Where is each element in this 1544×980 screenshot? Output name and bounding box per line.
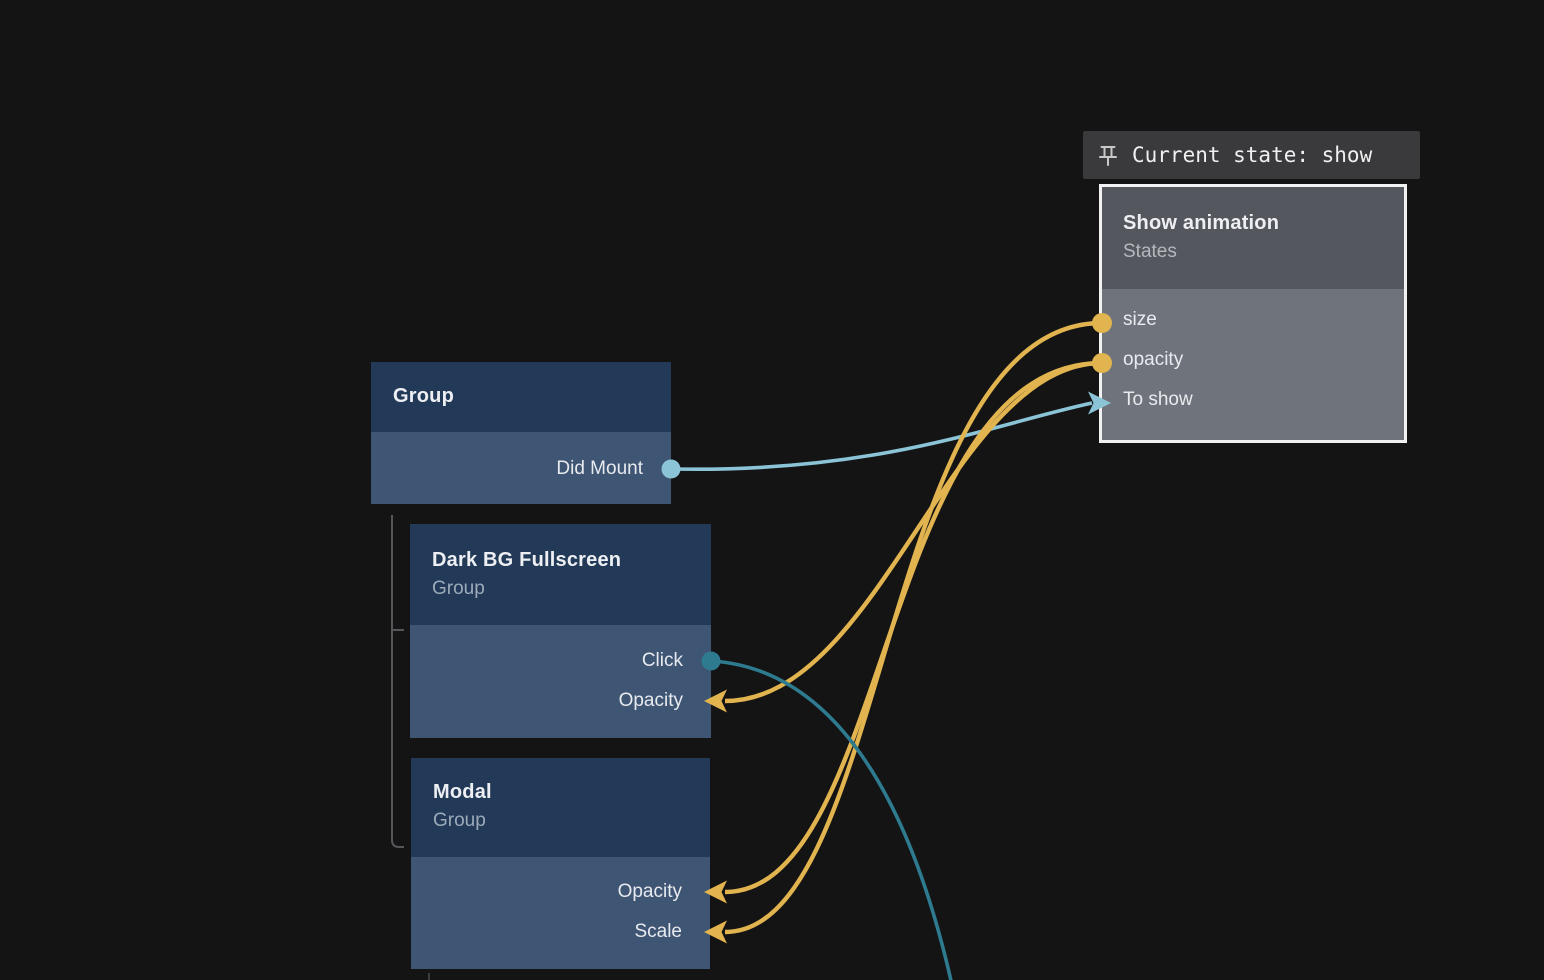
wire-didmount-to-show[interactable] [670, 401, 1093, 472]
tree-line-group-children [391, 515, 404, 848]
pin-icon [1097, 143, 1119, 168]
node-darkbg-header: Dark BG Fullscreen Group [410, 524, 711, 625]
port-scale[interactable]: Scale [634, 921, 682, 942]
node-modal[interactable]: Modal Group Opacity Scale [411, 758, 710, 969]
port-click[interactable]: Click [641, 650, 683, 671]
node-modal-ports: Opacity Scale [411, 857, 710, 969]
node-title: Modal [433, 781, 492, 803]
node-title: Group [393, 385, 454, 407]
node-group[interactable]: Group Did Mount [371, 362, 671, 504]
current-state-banner[interactable]: Current state: show [1083, 131, 1420, 179]
node-darkbg-ports: Click Opacity [410, 625, 711, 738]
node-group-header: Group [371, 362, 671, 432]
wire-opacity-darkbg-opacity[interactable] [724, 360, 1103, 704]
node-title: Dark BG Fullscreen [432, 549, 622, 571]
port-to-show[interactable]: To show [1123, 389, 1193, 410]
current-state-text: Current state: show [1132, 143, 1373, 167]
port-opacity[interactable]: opacity [1123, 349, 1184, 370]
node-dark-bg-fullscreen[interactable]: Dark BG Fullscreen Group Click Opacity [410, 524, 711, 738]
port-opacity[interactable]: Opacity [618, 690, 683, 711]
node-group-ports: Did Mount [371, 432, 671, 504]
wire-size-modal-scale[interactable] [724, 320, 1103, 935]
wire-opacity-modal-opacity[interactable] [724, 360, 1103, 895]
node-subtitle: Group [433, 810, 486, 831]
node-subtitle: Group [432, 578, 485, 599]
node-modal-header: Modal Group [411, 758, 710, 857]
port-opacity[interactable]: Opacity [617, 881, 682, 902]
wire-click-offscreen[interactable] [710, 659, 953, 980]
port-did-mount[interactable]: Did Mount [556, 458, 643, 479]
node-show-animation-states[interactable]: Show animation States size opacity To sh… [1099, 184, 1407, 443]
port-size[interactable]: size [1123, 309, 1157, 330]
node-states-ports: size opacity To show [1102, 289, 1404, 440]
node-subtitle: States [1123, 241, 1177, 262]
node-title: Show animation [1123, 212, 1280, 234]
node-states-header: Show animation States [1102, 187, 1404, 289]
